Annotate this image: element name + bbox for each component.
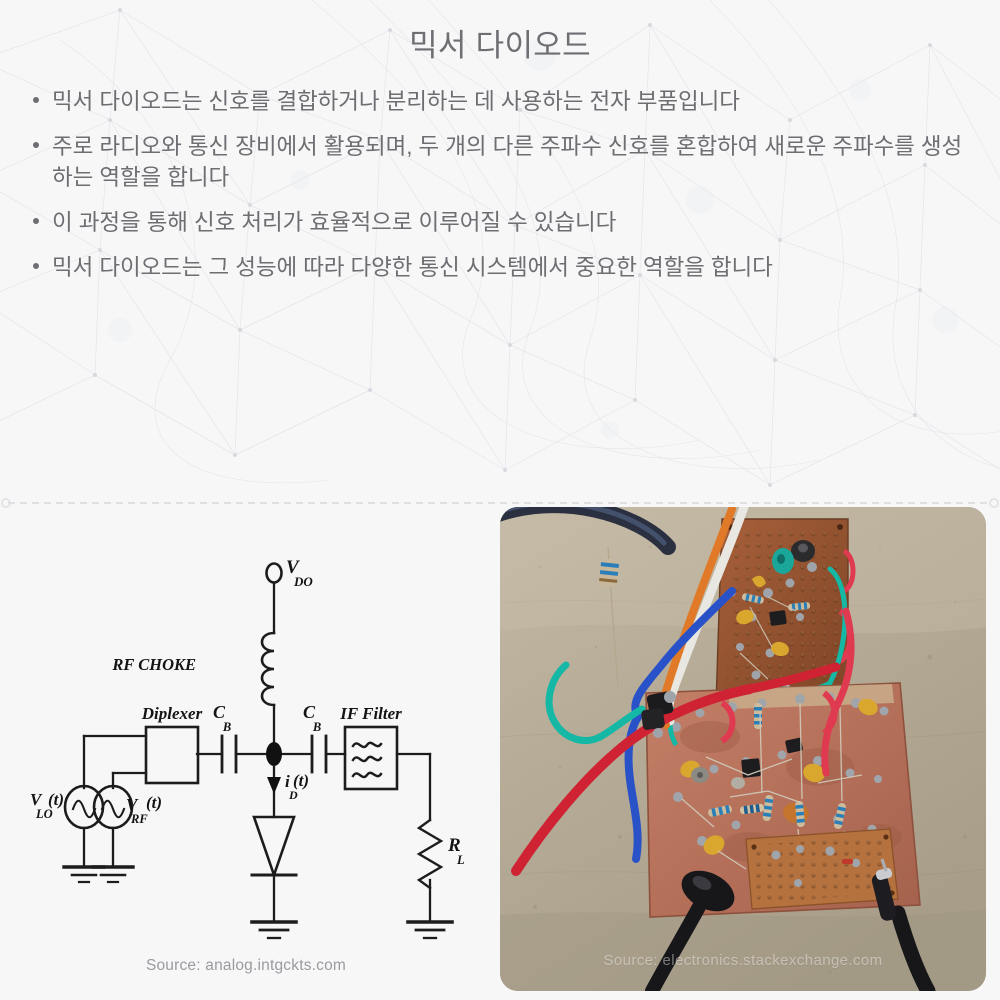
loose-resistor <box>599 546 619 688</box>
label-load-resistor-sub: L <box>456 853 465 867</box>
label-cap-left-sub: B <box>222 720 231 734</box>
list-item: 믹서 다이오드는 신호를 결합하거나 분리하는 데 사용하는 전자 부품입니다 <box>30 86 975 117</box>
circuit-diagram-figure: V DO RF CHOKE Diplexer C B C B IF Filter… <box>0 505 492 1000</box>
label-cap-right: C <box>303 702 316 722</box>
label-source-rf-sub: RF <box>130 812 148 826</box>
wire-junction-cluster <box>641 691 676 738</box>
bullet-dot-icon <box>33 218 39 224</box>
label-cap-left: C <box>213 702 226 722</box>
circuit-photo-illustration <box>500 507 986 991</box>
label-cap-right-sub: B <box>312 720 321 734</box>
label-diplexer: Diplexer <box>141 704 203 723</box>
daughter-perfboard <box>745 828 899 910</box>
label-load-resistor: R <box>447 835 461 856</box>
label-source-lo-sub: LO <box>35 807 53 821</box>
circuit-source-caption: Source: analog.intgckts.com <box>145 957 347 974</box>
label-supply-voltage-sub: DO <box>293 574 313 589</box>
circuit-photo: Source: electronics.stackexchange.com <box>500 507 986 991</box>
label-supply-voltage: V <box>286 557 300 578</box>
page-title: 믹서 다이오드 <box>409 28 591 63</box>
section-divider <box>1 498 999 508</box>
bullet-dot-icon <box>33 263 39 269</box>
air-coil-lower <box>796 607 844 663</box>
probe-left <box>645 870 735 991</box>
label-source-rf: V <box>126 795 139 814</box>
list-item: 주로 라디오와 통신 장비에서 활용되며, 두 개의 다른 주파수 신호를 혼합… <box>30 131 975 193</box>
label-diode-current-sub: D <box>288 788 298 802</box>
label-diode-current: i <box>285 772 290 791</box>
list-item-text: 주로 라디오와 통신 장비에서 활용되며, 두 개의 다른 주파수 신호를 혼합… <box>52 134 963 190</box>
bullet-list: 믹서 다이오드는 신호를 결합하거나 분리하는 데 사용하는 전자 부품입니다 … <box>30 86 975 297</box>
label-rf-choke: RF CHOKE <box>111 655 196 674</box>
air-coil-upper <box>814 547 848 595</box>
label-source-rf-arg: (t) <box>146 793 162 812</box>
list-item: 믹서 다이오드는 그 성능에 따라 다양한 통신 시스템에서 중요한 역할을 합… <box>30 252 975 283</box>
list-item-text: 믹서 다이오드는 그 성능에 따라 다양한 통신 시스템에서 중요한 역할을 합… <box>52 255 773 280</box>
list-item: 이 과정을 통해 신호 처리가 효율적으로 이루어질 수 있습니다 <box>30 207 975 238</box>
mixer-diode-schematic: V DO RF CHOKE Diplexer C B C B IF Filter… <box>30 557 465 940</box>
main-pcb <box>645 682 921 918</box>
label-source-lo: V <box>30 790 43 809</box>
bullet-dot-icon <box>33 142 39 148</box>
label-source-lo-arg: (t) <box>48 790 64 809</box>
list-item-text: 이 과정을 통해 신호 처리가 효율적으로 이루어질 수 있습니다 <box>52 210 617 235</box>
list-item-text: 믹서 다이오드는 신호를 결합하거나 분리하는 데 사용하는 전자 부품입니다 <box>52 89 740 114</box>
label-diode-current-arg: (t) <box>293 771 309 790</box>
probe-right <box>871 858 936 991</box>
bullet-dot-icon <box>33 97 39 103</box>
label-if-filter: IF Filter <box>339 704 402 723</box>
